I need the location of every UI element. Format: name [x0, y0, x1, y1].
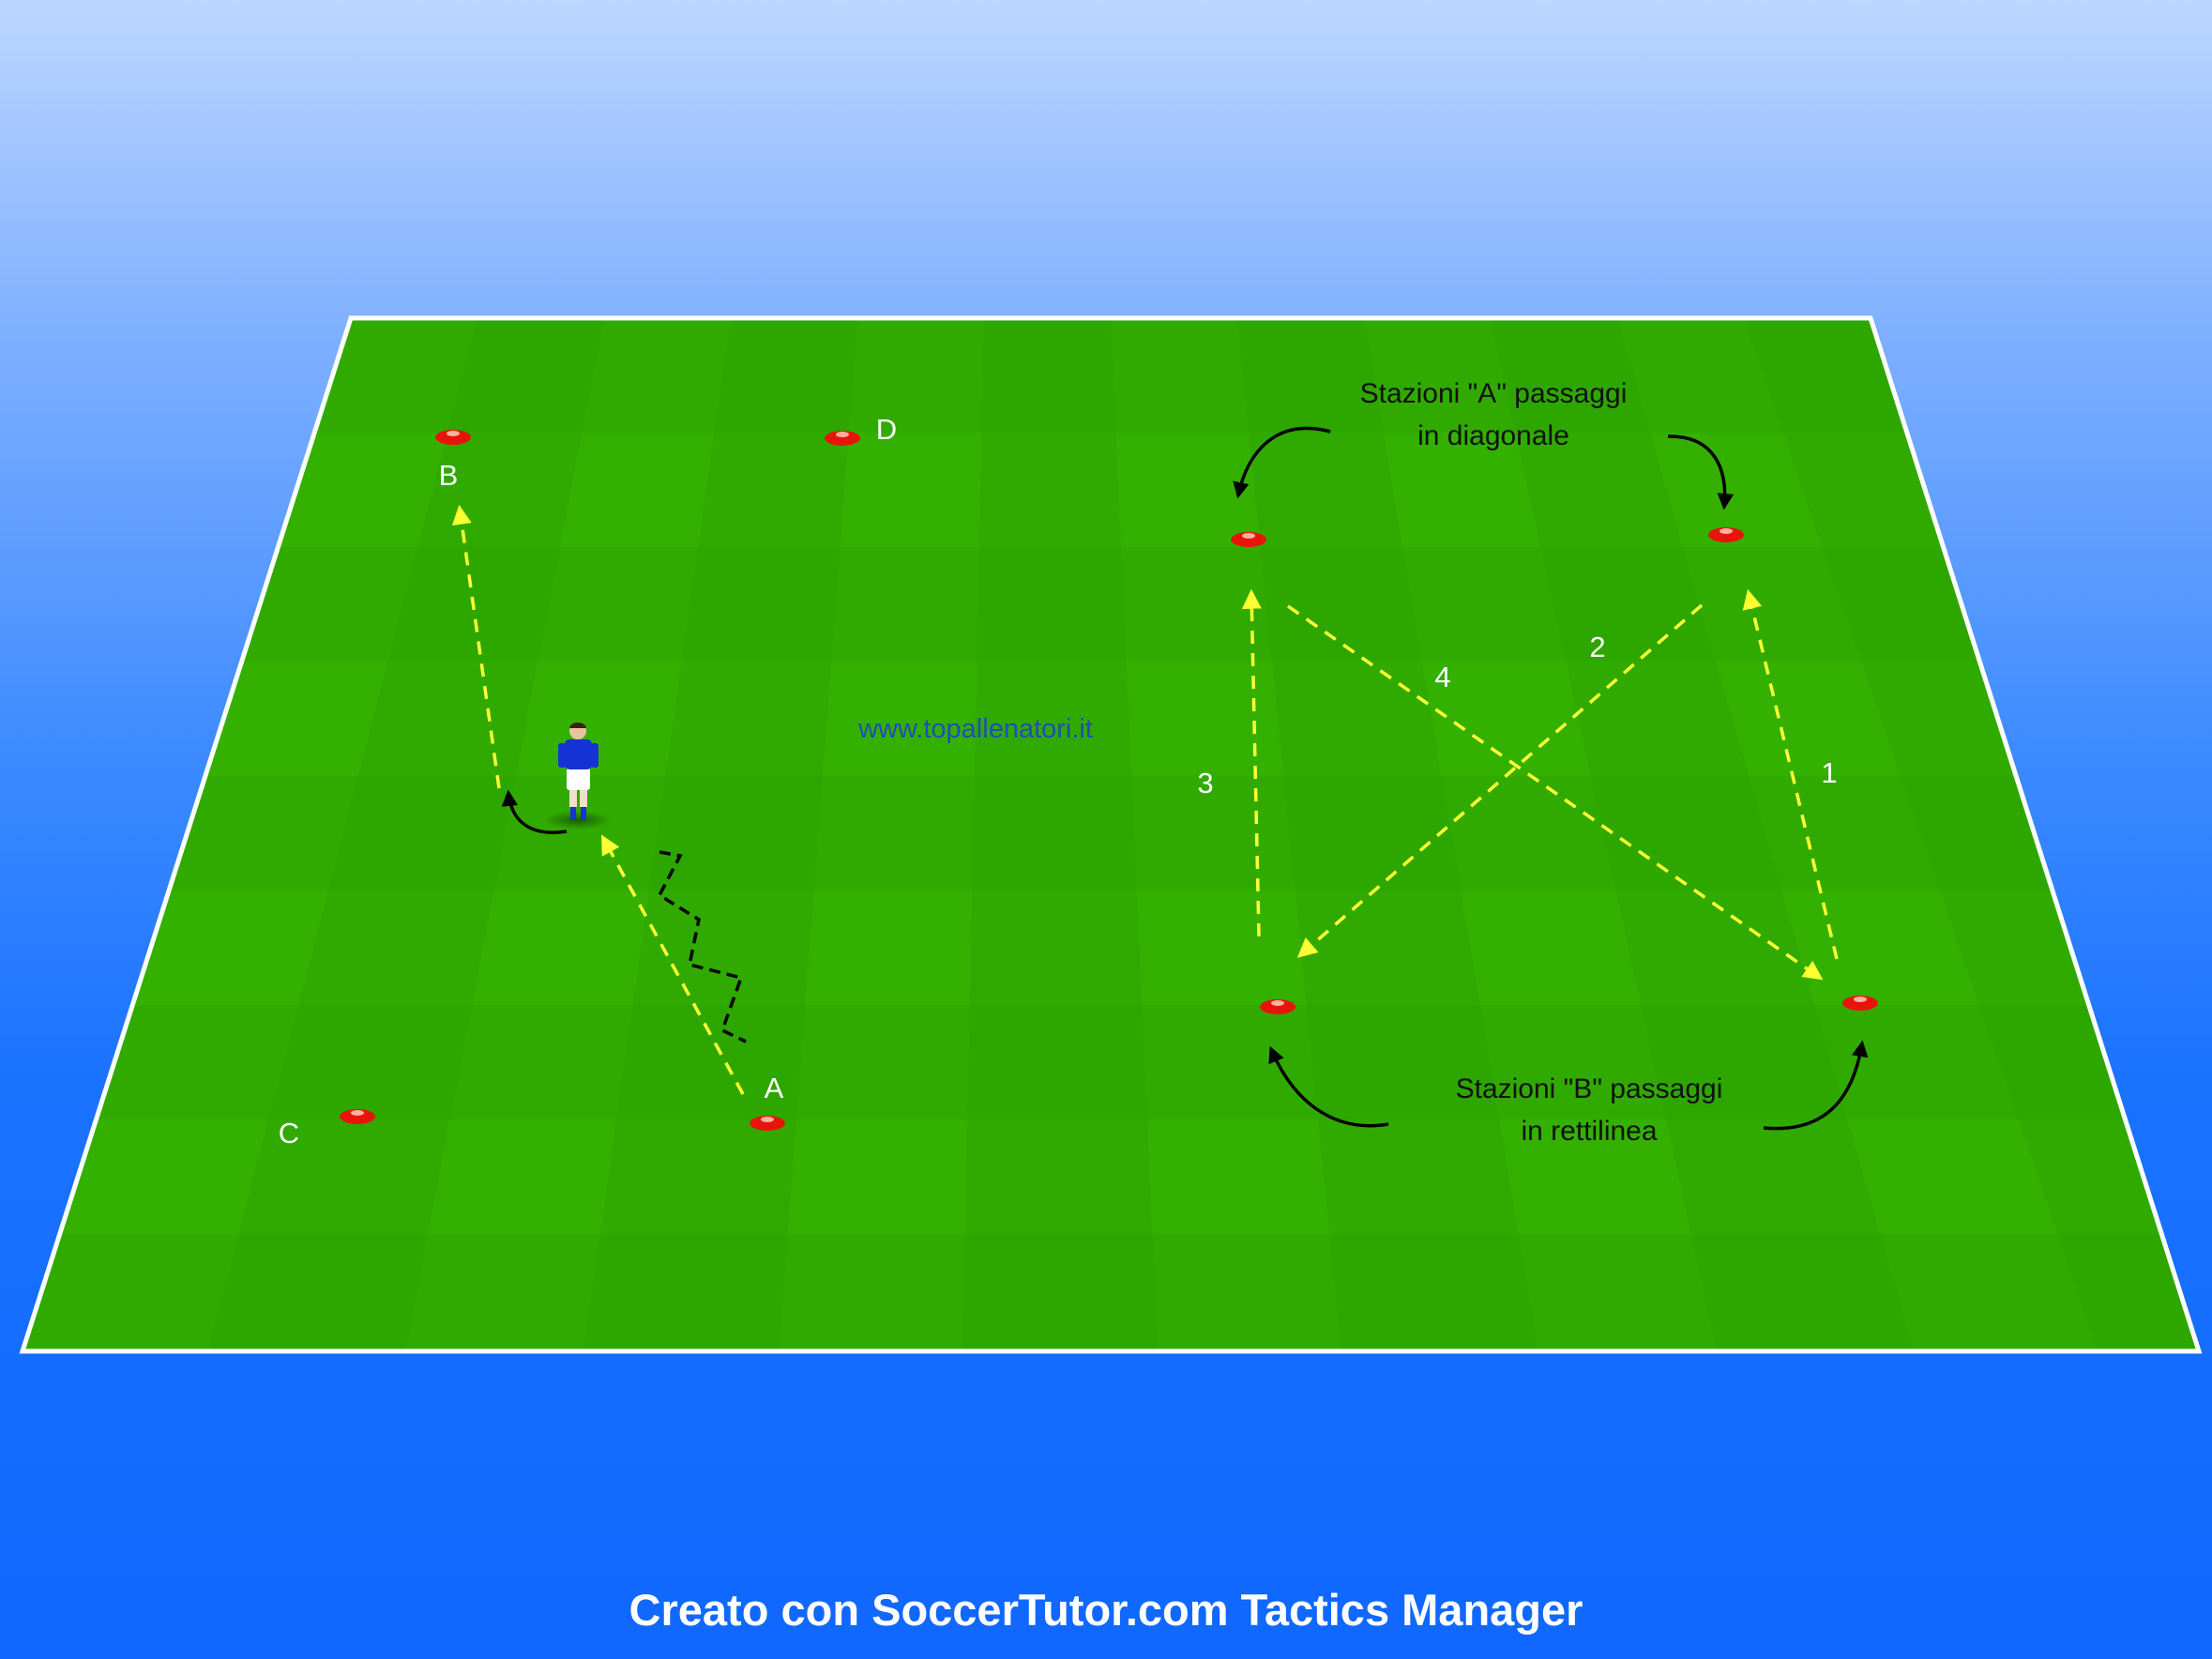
- cone-marker-icon: [750, 1116, 785, 1131]
- station-label-b: B: [439, 459, 459, 492]
- pitch-checker-pattern: [23, 318, 2199, 1351]
- pass-arrow-3: [1241, 588, 1262, 937]
- note-b-line2: in rettilinea: [1521, 1116, 1657, 1147]
- cone-marker-icon: [1231, 532, 1266, 547]
- station-label-a: A: [765, 1072, 784, 1104]
- pass-arrow-a-to-player: [600, 834, 745, 1095]
- movement-arrows: [501, 426, 1869, 1131]
- cone-marker-icon: [435, 430, 471, 445]
- note-stations-b: Stazioni "B" passaggi in rettilinea: [1456, 1073, 1723, 1147]
- pass-label-1: 1: [1821, 756, 1837, 789]
- cone-marker-icon: [825, 431, 860, 446]
- note-a-line2: in diagonale: [1417, 420, 1569, 451]
- player-figure-icon: [544, 723, 612, 830]
- watermark: www.topallenatori.it: [857, 714, 1093, 744]
- pitch-boundary-line: [19, 315, 2203, 1354]
- cone-marker-icon: [1260, 999, 1295, 1014]
- note-a-line1: Stazioni "A" passaggi: [1360, 378, 1628, 409]
- player-turn-arrow: [501, 789, 568, 834]
- rotation-arrow-top-right: [1667, 434, 1735, 510]
- station-label-d: D: [876, 413, 897, 446]
- pass-number-labels: 1 2 3 4: [1197, 631, 1837, 799]
- rotation-arrow-bottom-left: [1268, 1045, 1389, 1128]
- dribble-path: [657, 850, 747, 1043]
- rotation-arrow-bottom-right: [1763, 1040, 1869, 1131]
- pass-arrow-1: [1742, 588, 1839, 960]
- pitch: [19, 315, 2203, 1354]
- station-labels: B D C A: [279, 413, 897, 1149]
- pass-label-3: 3: [1197, 767, 1213, 799]
- pass-arrow-4: [1286, 604, 1824, 981]
- cone-marker-icon: [1708, 527, 1744, 542]
- pass-arrow-to-b: [451, 504, 501, 789]
- station-label-c: C: [279, 1117, 299, 1149]
- pass-label-2: 2: [1589, 631, 1605, 663]
- rotation-arrow-top-left: [1233, 426, 1331, 499]
- footer-credit: Creato con SoccerTutor.com Tactics Manag…: [629, 1585, 1583, 1635]
- cone-marker-icon: [1842, 996, 1878, 1011]
- note-stations-a: Stazioni "A" passaggi in diagonale: [1360, 378, 1628, 451]
- note-b-line1: Stazioni "B" passaggi: [1456, 1073, 1723, 1104]
- pass-label-4: 4: [1434, 661, 1450, 693]
- pass-arrows: [451, 504, 1839, 1095]
- cones: [340, 430, 1878, 1131]
- cone-marker-icon: [340, 1109, 375, 1124]
